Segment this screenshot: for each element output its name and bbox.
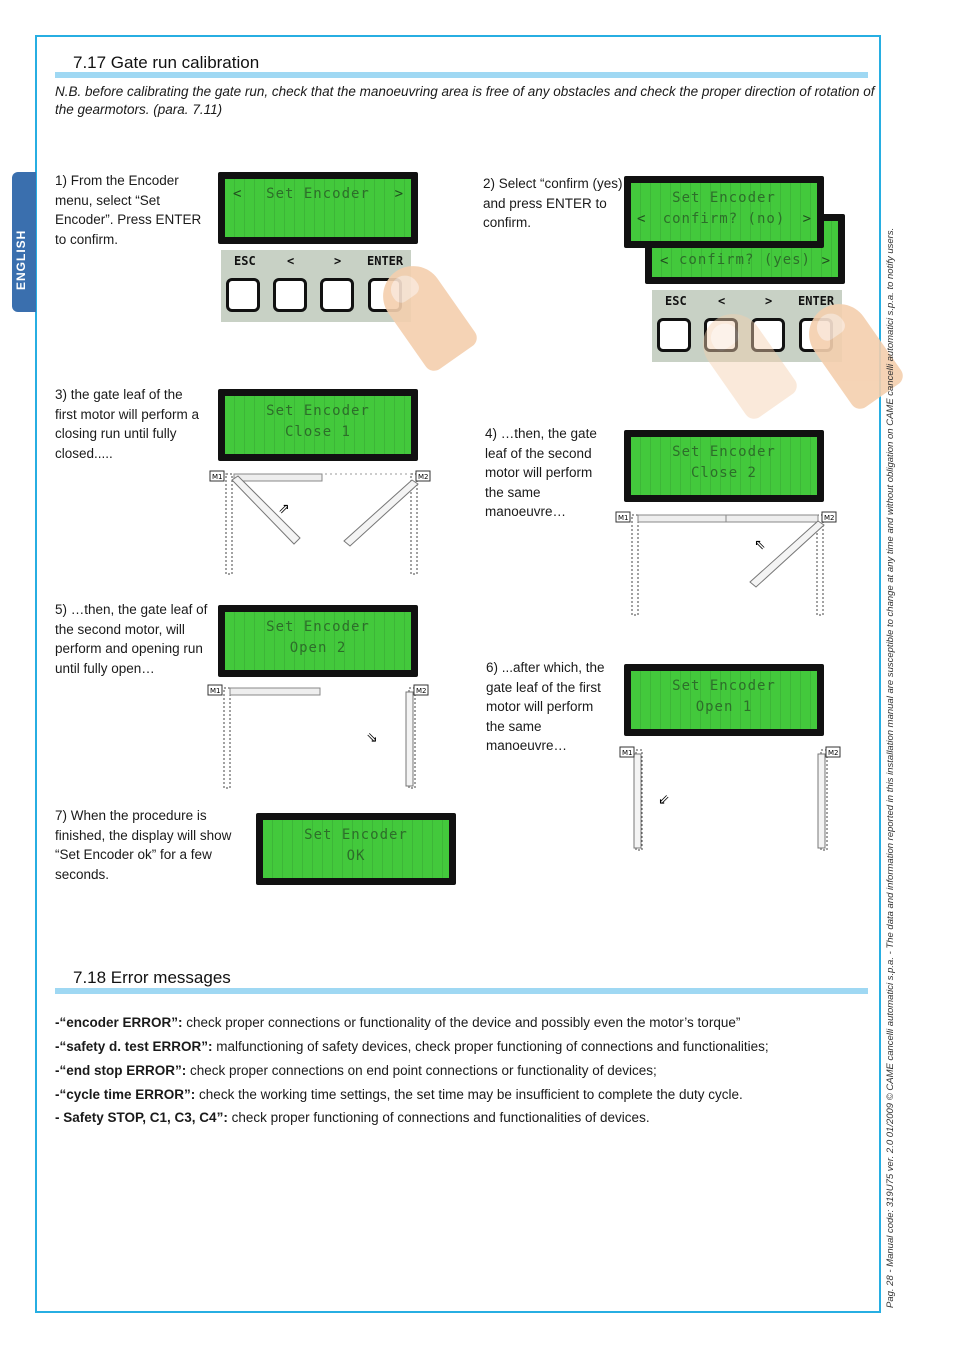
calibration-note: N.B. before calibrating the gate run, ch… [55, 84, 875, 117]
keypad-1: ESC < > ENTER [221, 250, 411, 322]
language-tab: ENGLISH [12, 172, 36, 312]
lcd-line-2: OK [346, 848, 366, 864]
error-item: -“end stop ERROR”: check proper connecti… [55, 1063, 657, 1078]
error-item: -“safety d. test ERROR”: malfunctioning … [55, 1039, 769, 1054]
right-key[interactable] [320, 278, 354, 312]
step-6-text: 6) ...after which, the gate leaf of the … [486, 660, 605, 753]
gate-diagram-open-2: M1 M2 ⇘ [207, 684, 429, 789]
m1-label: M1 [622, 749, 633, 757]
right-label: > [765, 294, 773, 308]
page-frame [35, 35, 881, 1313]
section-title-calibration: 7.17 Gate run calibration [73, 53, 260, 72]
step-7-text: 7) When the procedure is finished, the d… [55, 808, 232, 882]
esc-label: ESC [234, 254, 256, 268]
lcd-display-6: Set Encoder Open 1 [624, 664, 824, 736]
lcd-line-1: Set Encoder [672, 190, 776, 206]
lcd-right-arrow: > [394, 186, 403, 202]
m2-label: M2 [828, 749, 839, 757]
lcd-display-3: Set Encoder Close 1 [218, 389, 418, 461]
right-key[interactable] [751, 318, 785, 352]
lcd-line-2: confirm? (no) [662, 211, 786, 227]
lcd-display-2a: Set Encoder confirm? (no) < > [624, 176, 824, 248]
left-label: < [287, 254, 295, 268]
lcd-display-7: Set Encoder OK [256, 813, 456, 885]
lcd-line-1: Set Encoder [266, 186, 370, 202]
left-label: < [718, 294, 726, 308]
motion-arrow-icon: ⇗ [278, 501, 290, 517]
esc-label: ESC [665, 294, 687, 308]
right-label: > [334, 254, 342, 268]
lcd-line-2: Close 1 [284, 424, 351, 440]
step-5-text: 5) …then, the gate leaf of the second mo… [55, 602, 208, 676]
motion-arrow-icon: ⇙ [658, 792, 670, 808]
m2-label: M2 [418, 473, 429, 481]
lcd-line-1: Set Encoder [304, 827, 408, 843]
enter-label: ENTER [798, 294, 835, 308]
section-bar [55, 72, 868, 78]
lcd-line-2b: confirm? (yes) [678, 252, 811, 268]
lcd-line-2: Close 2 [690, 465, 757, 481]
lcd-right-arrow: > [821, 253, 830, 269]
m1-label: M1 [212, 473, 223, 481]
step-4-text: 4) …then, the gate leaf of the second mo… [485, 426, 597, 519]
gate-diagram-open-1: M1 M2 ⇙ [619, 746, 841, 851]
m1-label: M1 [618, 514, 629, 522]
m2-label: M2 [416, 687, 427, 695]
lcd-line-1: Set Encoder [266, 619, 370, 635]
section-title-errors: 7.18 Error messages [73, 968, 231, 987]
motion-arrow-icon: ⇖ [754, 537, 766, 553]
lcd-left-arrow: < [233, 186, 242, 202]
motion-arrow-icon: ⇘ [366, 730, 378, 746]
lcd-right-arrow: > [802, 211, 811, 227]
step-1-text: 1) From the Encoder menu, select “Set En… [55, 173, 202, 247]
footer-side-text: Pag. 28 - Manual code: 319U75 ver. 2.0 0… [885, 227, 896, 1308]
lcd-display-4: Set Encoder Close 2 [624, 430, 824, 502]
left-key[interactable] [273, 278, 307, 312]
lcd-display-5: Set Encoder Open 2 [218, 605, 418, 677]
lcd-line-2: Open 1 [695, 699, 753, 715]
gate-diagram-close-1: M1 M2 ⇗ [209, 470, 431, 575]
lcd-display-1: Set Encoder < > [218, 172, 418, 244]
error-item: -“encoder ERROR”: check proper connectio… [55, 1015, 741, 1030]
error-item: -“cycle time ERROR”: check the working t… [55, 1087, 743, 1102]
m1-label: M1 [210, 687, 221, 695]
section-bar [55, 988, 868, 994]
error-item: - Safety STOP, C1, C3, C4”: check proper… [55, 1110, 650, 1125]
lcd-line-1: Set Encoder [672, 444, 776, 460]
lcd-left-arrow: < [637, 211, 646, 227]
step-2-text: 2) Select “confirm (yes) and press ENTER… [483, 176, 623, 230]
m2-label: M2 [824, 514, 835, 522]
esc-key[interactable] [226, 278, 260, 312]
lcd-left-arrow: < [660, 253, 669, 269]
lcd-line-2: Open 2 [289, 640, 347, 656]
step-3-text: 3) the gate leaf of the first motor will… [55, 387, 200, 461]
enter-label: ENTER [367, 254, 404, 268]
gate-diagram-close-2: M1 M2 ⇖ [615, 511, 837, 616]
esc-key[interactable] [657, 318, 691, 352]
left-key[interactable] [704, 318, 738, 352]
lcd-line-1: Set Encoder [672, 678, 776, 694]
lcd-line-1: Set Encoder [266, 403, 370, 419]
